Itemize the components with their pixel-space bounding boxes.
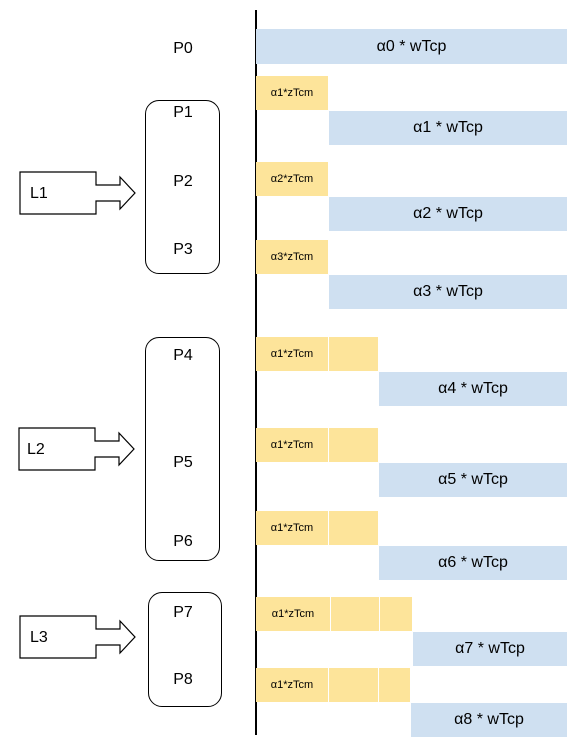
comm-bar-p8-extension-2 xyxy=(379,668,410,702)
comm-bar-p5: α1*zTcm xyxy=(256,428,328,462)
compute-bar-p8: α8 * wTcp xyxy=(411,703,567,737)
compute-bar-p4: α4 * wTcp xyxy=(379,372,567,406)
process-label-p1: P1 xyxy=(173,104,193,121)
comm-bar-p5-extension xyxy=(329,428,378,462)
comm-bar-p8: α1*zTcm xyxy=(256,668,328,702)
process-label-p2: P2 xyxy=(173,173,193,190)
compute-bar-p1: α1 * wTcp xyxy=(329,111,567,145)
group-arrow-l2 xyxy=(18,427,135,471)
comm-bar-p3: α3*zTcm xyxy=(256,240,328,274)
group-label-l2: L2 xyxy=(27,441,45,458)
process-label-p7: P7 xyxy=(173,604,193,621)
comm-bar-p7: α1*zTcm xyxy=(256,597,330,631)
comm-bar-p6-extension xyxy=(329,511,378,545)
group-label-l1: L1 xyxy=(30,185,48,202)
comm-bar-p4: α1*zTcm xyxy=(256,337,328,371)
group-box-l3 xyxy=(148,592,222,707)
process-label-p3: P3 xyxy=(173,241,193,258)
compute-bar-p2: α2 * wTcp xyxy=(329,197,567,231)
compute-bar-p5: α5 * wTcp xyxy=(379,463,567,497)
group-arrow-l1 xyxy=(19,171,136,215)
compute-bar-p7: α7 * wTcp xyxy=(413,632,567,666)
process-label-p0: P0 xyxy=(173,40,193,57)
process-label-p6: P6 xyxy=(173,533,193,550)
group-label-l3: L3 xyxy=(30,629,48,646)
compute-bar-p3: α3 * wTcp xyxy=(329,275,567,309)
comm-bar-p4-extension xyxy=(329,337,378,371)
group-arrow-l3 xyxy=(19,615,136,659)
group-box-l2 xyxy=(145,337,220,561)
comm-bar-p1: α1*zTcm xyxy=(256,76,328,110)
group-box-l1 xyxy=(145,100,220,274)
comm-bar-p2: α2*zTcm xyxy=(256,162,328,196)
compute-bar-p0: α0 * wTcp xyxy=(256,29,567,64)
process-label-p4: P4 xyxy=(173,347,193,364)
process-label-p5: P5 xyxy=(173,454,193,471)
comm-bar-p8-extension-1 xyxy=(329,668,378,702)
comm-bar-p7-extension-2 xyxy=(380,597,412,631)
comm-bar-p7-extension-1 xyxy=(331,597,379,631)
comm-bar-p6: α1*zTcm xyxy=(256,511,328,545)
compute-bar-p6: α6 * wTcp xyxy=(379,546,567,580)
timeline-axis xyxy=(255,10,257,735)
process-label-p8: P8 xyxy=(173,671,193,688)
